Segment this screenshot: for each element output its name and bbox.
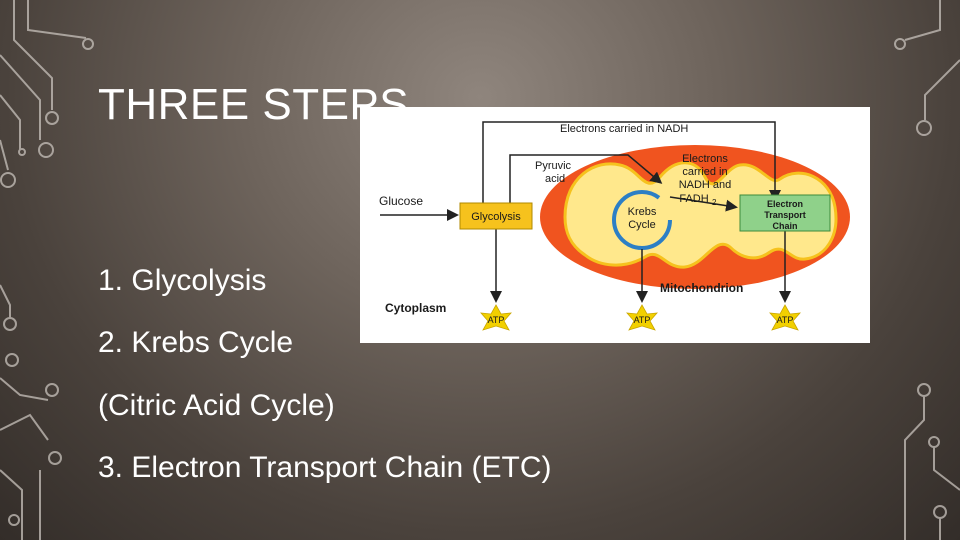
pyruvic-label-line2: acid [545,173,565,185]
electrons-label-line4: FADH [679,193,708,205]
atp-label-etc: ATP [777,315,794,325]
krebs-label-line1: Krebs [628,206,657,218]
pyruvic-acid-arrow [509,154,663,203]
glycolysis-label: Glycolysis [471,211,521,223]
electrons-nadh-top-label: Electrons carried in NADH [560,123,688,135]
bullet-glycolysis: 1. Glycolysis [98,264,267,297]
electrons-label-subscript: 2 [712,198,717,207]
glucose-label: Glucose [379,194,423,208]
slide-title: THREE STEPS [98,80,410,129]
glycolysis-box [459,202,533,230]
etc-label-line2: Transport [764,210,806,220]
bullet-krebs-cycle: 2. Krebs Cycle [98,326,294,359]
cytoplasm-label: Cytoplasm [385,301,446,315]
atp-star-glycolysis: ATP [480,304,512,331]
electrons-label-line3: NADH and [679,179,732,191]
mitochondrion-label: Mitochondrion [660,281,743,295]
bullet-citric-acid-cycle: (Citric Acid Cycle) [98,389,335,422]
krebs-label-line2: Cycle [628,219,656,231]
bullet-electron-transport-chain: 3. Electron Transport Chain (ETC) [98,451,552,484]
atp-label-glycolysis: ATP [488,315,505,325]
cellular-respiration-diagram: Krebs Cycle Glycolysis Electron Transpor… [360,107,870,343]
atp-label-krebs: ATP [634,315,651,325]
etc-label-line1: Electron [767,199,803,209]
atp-star-etc: ATP [769,304,801,331]
atp-star-krebs: ATP [626,304,658,331]
electrons-arrow [669,196,738,212]
electrons-label-line1: Electrons [682,153,728,165]
electrons-label-line2: carried in [682,166,727,178]
nadh-top-arrow [482,121,781,203]
etc-label-line3: Chain [772,221,797,231]
pyruvic-label-line1: Pyruvic [535,160,572,172]
etc-box [739,194,831,232]
krebs-cycle-arrow [612,190,672,250]
